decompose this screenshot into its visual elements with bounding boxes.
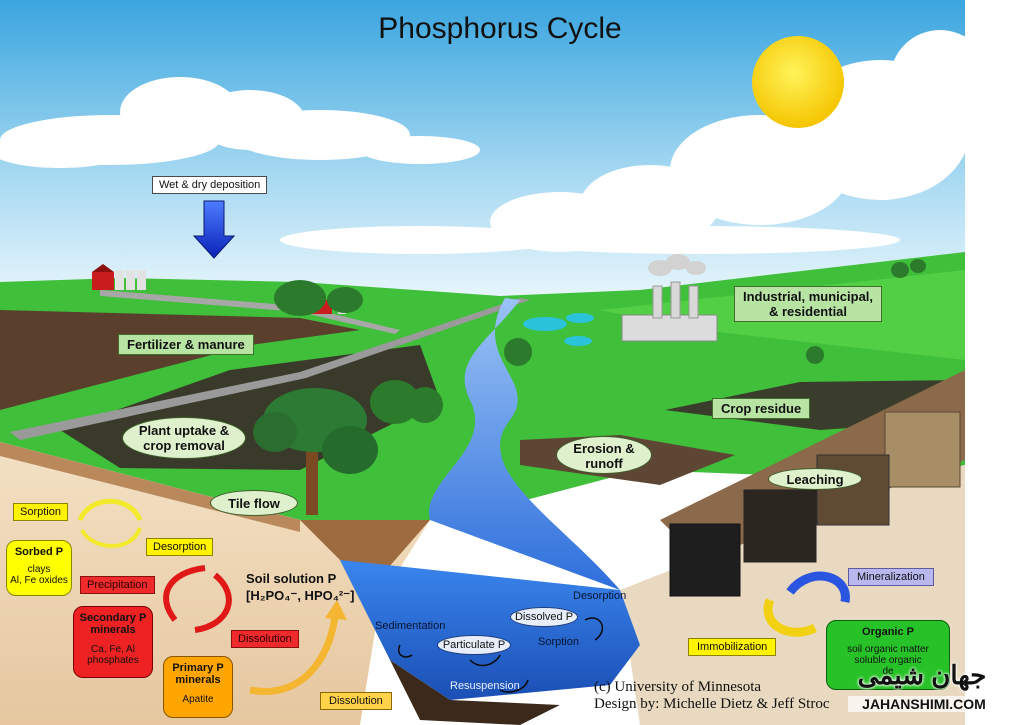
cloud-left xyxy=(0,77,480,168)
secondary-p-box: Secondary P minerals Ca, Fe, Al phosphat… xyxy=(73,606,153,678)
organic-p-line2: soluble organic xyxy=(854,655,922,666)
water-sorption-label: Sorption xyxy=(538,636,579,648)
plant-uptake-label: Plant uptake & crop removal xyxy=(122,417,246,459)
field-fertilizer xyxy=(0,310,360,410)
secondary-p-title-line2: minerals xyxy=(90,624,136,636)
mineralization-label: Mineralization xyxy=(848,568,934,586)
page-title: Phosphorus Cycle xyxy=(378,12,622,45)
leaching-label: Leaching xyxy=(768,468,862,490)
organic-p-line1: soil organic matter xyxy=(847,644,929,655)
credit-line1: (c) University of Minnesota xyxy=(594,679,762,695)
riverbank xyxy=(300,520,430,600)
sorption-arrow-icon xyxy=(77,498,143,522)
dissolution-arrow-icon xyxy=(194,572,232,633)
dissolved-p-label: Dissolved P xyxy=(510,607,578,627)
mineralization-arrow-icon xyxy=(786,571,850,603)
primary-p-title-line2: minerals xyxy=(175,674,221,686)
big-tree xyxy=(253,388,378,515)
primary-p-line1: Apatite xyxy=(182,694,214,705)
watermark-site: JAHANSHIMI.COM xyxy=(848,696,1000,712)
sorbed-p-box: Sorbed P clays Al, Fe oxides xyxy=(6,540,72,596)
deposition-arrow-icon xyxy=(192,200,236,259)
crop-residue-label: Crop residue xyxy=(712,398,811,419)
sorbed-p-line2: Al, Fe oxides xyxy=(10,575,68,586)
fertilizer-label: Fertilizer & manure xyxy=(118,334,254,355)
secondary-p-title: Secondary P minerals xyxy=(74,612,152,636)
sedimentation-label: Sedimentation xyxy=(375,620,446,632)
watermark-logo: جهان شیمی xyxy=(857,660,987,690)
road xyxy=(10,298,530,440)
resuspension-label: Resuspension xyxy=(450,680,520,692)
sorption-label: Sorption xyxy=(13,503,68,521)
river-bed xyxy=(390,660,560,725)
sorbed-p-line1: clays xyxy=(27,564,51,575)
primary-dissolution-arrow-icon xyxy=(249,614,339,695)
desorption-arrow-icon xyxy=(80,527,142,548)
immobilization-label: Immobilization xyxy=(688,638,777,656)
desorption-label: Desorption xyxy=(146,538,214,556)
trees xyxy=(274,259,926,424)
water-desorption-label: Desorption xyxy=(573,590,627,602)
dissolution-label-secondary: Dissolution xyxy=(231,630,299,648)
industrial-label-line1: Industrial, municipal, xyxy=(743,289,874,304)
secondary-p-line2: phosphates xyxy=(87,655,139,666)
erosion-line1: Erosion & xyxy=(573,441,635,456)
dissolution-label-primary: Dissolution xyxy=(320,692,392,710)
soil-solution-formula: [H₂PO₄⁻, HPO₄²⁻] xyxy=(246,588,355,603)
farm-road xyxy=(100,290,400,334)
sorbed-p-title: Sorbed P xyxy=(14,546,64,558)
precipitation-arrow-icon xyxy=(163,565,206,622)
organic-p-line3: de xyxy=(882,666,894,677)
factory xyxy=(621,254,718,342)
deposition-label: Wet & dry deposition xyxy=(152,176,268,194)
primary-dissolution-arrowhead-icon xyxy=(325,600,347,620)
plant-uptake-line1: Plant uptake & xyxy=(138,423,230,438)
plant-uptake-line2: crop removal xyxy=(143,438,225,453)
immobilization-arrow-icon xyxy=(763,598,817,637)
precipitation-label: Precipitation xyxy=(80,576,155,594)
credit-line2: Design by: Michelle Dietz & Jeff Stroc xyxy=(594,696,830,712)
tile-flow-label: Tile flow xyxy=(210,490,298,516)
primary-p-title-line1: Primary P xyxy=(172,662,224,674)
treatment-ponds xyxy=(523,313,594,346)
water-body xyxy=(340,560,640,700)
industrial-label-line2: & residential xyxy=(769,304,848,319)
primary-p-title: Primary P minerals xyxy=(164,662,232,686)
primary-p-box: Primary P minerals Apatite xyxy=(163,656,233,718)
sun xyxy=(752,36,844,128)
secondary-p-line1: Ca, Fe, Al xyxy=(91,644,135,655)
organic-p-title: Organic P xyxy=(862,626,914,638)
soil-photos xyxy=(669,411,961,597)
erosion-line2: runoff xyxy=(585,456,623,471)
secondary-p-title-line1: Secondary P xyxy=(79,612,147,624)
particulate-p-label: Particulate P xyxy=(437,635,511,655)
industrial-label: Industrial, municipal, & residential xyxy=(734,286,883,322)
soil-solution-label: Soil solution P [H₂PO₄⁻, HPO₄²⁻] xyxy=(246,570,354,604)
organic-p-box: Organic P soil organic matter soluble or… xyxy=(826,620,950,690)
soil-solution-title: Soil solution P xyxy=(246,571,337,586)
erosion-label: Erosion & runoff xyxy=(556,436,652,474)
water-arrows xyxy=(398,617,604,693)
river xyxy=(429,298,620,590)
